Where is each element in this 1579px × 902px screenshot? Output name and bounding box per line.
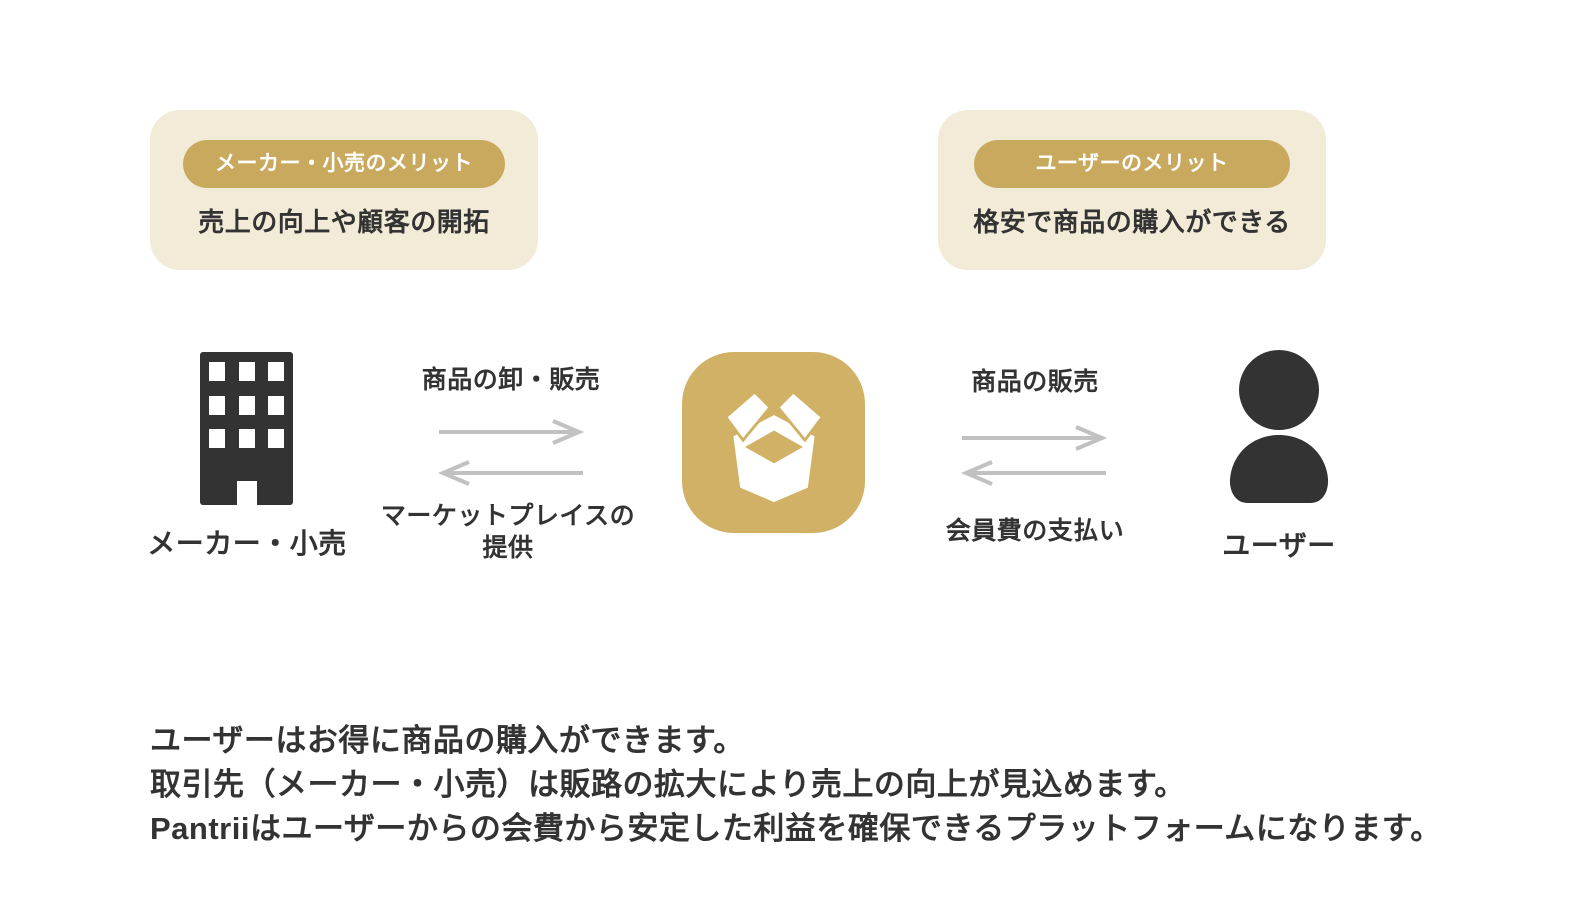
summary-line-3: Pantriiはユーザーからの会費から安定した利益を確保できるプラットフォームに…	[150, 811, 1442, 846]
user-label: ユーザー	[1222, 530, 1336, 561]
maker-retail-label: メーカー・小売	[147, 528, 347, 559]
arrow-right-icon	[960, 425, 1108, 451]
arrow-right-icon	[437, 419, 585, 445]
merit-card-maker-retail: メーカー・小売のメリット 売上の向上や顧客の開拓	[150, 110, 538, 270]
arrow-left-icon	[437, 460, 585, 486]
arrow-left-icon	[960, 460, 1108, 486]
pantrii-platform-tile	[682, 352, 865, 533]
flow-label-marketplace-provision: マーケットプレイスの提供	[380, 502, 636, 562]
flow-label-product-sales: 商品の販売	[971, 368, 1099, 396]
summary-line-2: 取引先（メーカー・小売）は販路の拡大により売上の向上が見込めます。	[150, 767, 1186, 802]
merit-card-user: ユーザーのメリット 格安で商品の購入ができる	[938, 110, 1326, 270]
flow-label-membership-fee: 会員費の支払い	[945, 517, 1125, 545]
summary-line-1: ユーザーはお得に商品の購入ができます。	[150, 723, 745, 758]
summary-text: ユーザーはお得に商品の購入ができます。 取引先（メーカー・小売）は販路の拡大によ…	[150, 719, 1442, 851]
merit-badge-maker-retail: メーカー・小売のメリット	[183, 140, 505, 188]
merit-text-maker-retail: 売上の向上や顧客の開拓	[198, 207, 490, 237]
building-icon	[200, 352, 293, 505]
flow-label-wholesale-sales: 商品の卸・販売	[421, 366, 601, 394]
merit-badge-user: ユーザーのメリット	[974, 140, 1290, 188]
person-icon	[1224, 350, 1334, 505]
open-box-icon	[723, 389, 824, 502]
merit-text-user: 格安で商品の購入ができる	[973, 207, 1291, 237]
